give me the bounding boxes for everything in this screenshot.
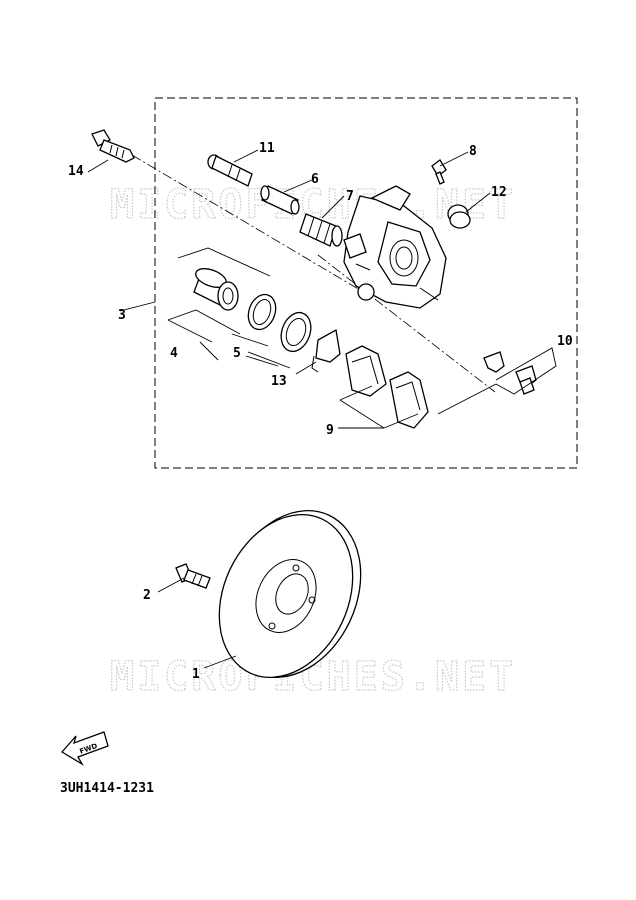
- shim-13-icon: [311, 328, 341, 373]
- sleeve-6-icon: [260, 185, 300, 215]
- caliper-body-icon: [343, 185, 447, 309]
- axis-line: [131, 154, 496, 393]
- callout-3: 3: [118, 308, 126, 323]
- callout-10: 10: [557, 334, 573, 349]
- piston-icon: [193, 268, 239, 311]
- seal-4-icon: [247, 293, 277, 331]
- boot-7-icon: [299, 213, 343, 247]
- callout-13: 13: [271, 374, 287, 389]
- callout-11: 11: [259, 141, 275, 156]
- pad-clip-icon: [483, 351, 537, 395]
- callout-1: 1: [192, 667, 200, 682]
- disc-bolt-2-icon: [175, 563, 211, 589]
- callout-14: 14: [68, 164, 84, 179]
- callout-9: 9: [326, 423, 334, 438]
- callout-6: 6: [311, 172, 319, 187]
- callout-2: 2: [143, 588, 151, 603]
- callout-8: 8: [469, 144, 477, 159]
- bolt-14-icon: [91, 129, 135, 163]
- callout-5: 5: [233, 346, 241, 361]
- bolt-11-icon: [207, 154, 253, 187]
- callout-4: 4: [170, 346, 178, 361]
- callout-7: 7: [346, 189, 354, 204]
- cap-12-icon: [447, 204, 471, 229]
- brake-pad-right-icon: [389, 371, 429, 429]
- brake-disc-icon: [218, 509, 362, 679]
- diagram-code: 3UH1414-1231: [60, 781, 154, 796]
- bleed-screw-8-icon: [431, 159, 447, 185]
- seal-5-icon: [280, 311, 312, 353]
- brake-pad-left-icon: [345, 345, 387, 397]
- caliper-assembly-box: [154, 97, 578, 469]
- callout-12: 12: [491, 185, 507, 200]
- leader-lines: [87, 149, 491, 669]
- fwd-arrow-icon: FWD: [60, 731, 109, 766]
